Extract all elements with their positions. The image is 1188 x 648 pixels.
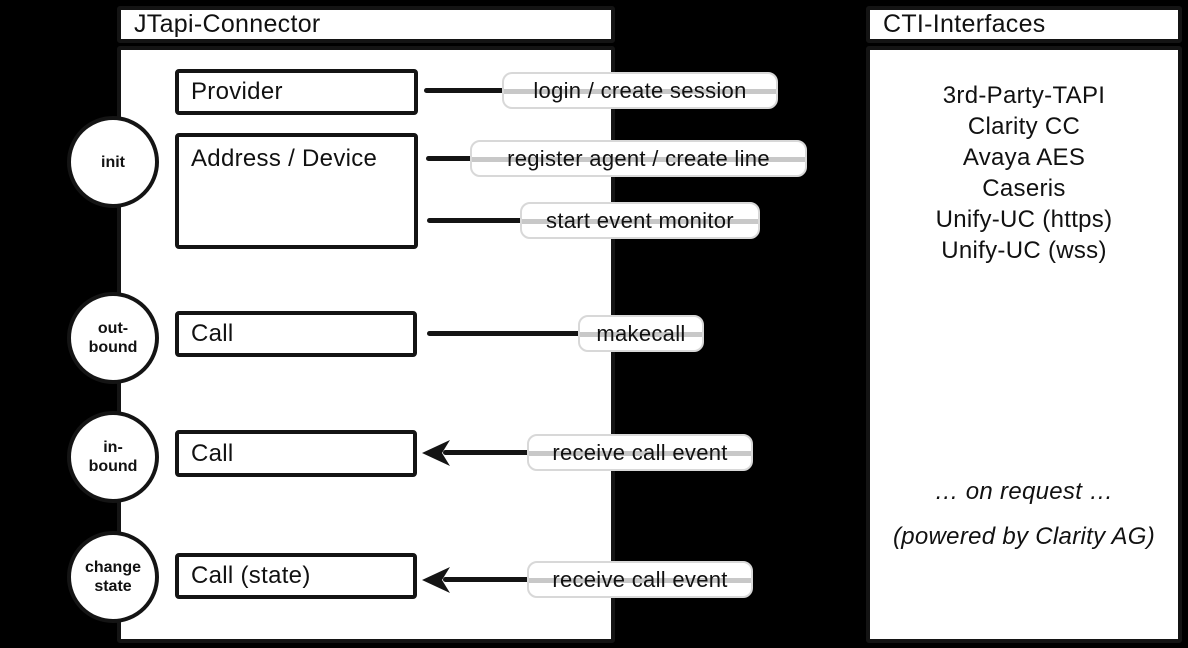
arrow-label-makecall-text: makecall: [596, 320, 686, 346]
phase-change-state-line2: state: [94, 578, 132, 595]
jtapi-connector-title: JTapi-Connector: [134, 10, 321, 38]
phase-init-line1: init: [101, 153, 125, 171]
powered-by-note: (powered by Clarity AG): [892, 523, 1156, 550]
arrow-label-register: register agent / create line: [470, 140, 807, 177]
arrow-label-receive-state: receive call event: [527, 561, 753, 598]
arrow-label-receive-inbound-text: receive call event: [552, 439, 728, 465]
arrow-stripe: [529, 450, 751, 456]
arrowhead-left-icon: [422, 567, 450, 593]
cti-interface-item: Clarity CC: [967, 113, 1081, 140]
cti-interfaces-title: CTI-Interfaces: [883, 10, 1046, 38]
phase-inbound-line1: in-: [103, 439, 123, 456]
call-outbound-box: Call: [175, 311, 417, 357]
call-inbound-box: Call: [175, 430, 417, 477]
arrow-label-login-text: login / create session: [533, 77, 747, 103]
phase-circle-init: init: [67, 116, 159, 208]
arrow-stripe: [529, 577, 751, 583]
cti-interface-list: 3rd-Party-TAPI Clarity CC Avaya AES Case…: [866, 80, 1182, 266]
cti-interface-item: Unify-UC (wss): [941, 237, 1107, 264]
cti-interfaces-body: [866, 46, 1182, 643]
phase-outbound-line1: out-: [97, 320, 129, 337]
arrow-label-receive-inbound: receive call event: [527, 434, 753, 471]
arrow-label-makecall: makecall: [578, 315, 704, 352]
phase-circle-inbound: in- bound: [67, 411, 159, 503]
provider-label: Provider: [191, 78, 283, 105]
arrow-stripe: [522, 218, 758, 224]
arrow-stripe: [580, 331, 702, 337]
cti-interface-item: 3rd-Party-TAPI: [942, 82, 1106, 109]
phase-outbound-line2: bound: [88, 339, 138, 356]
arrow-label-register-text: register agent / create line: [507, 145, 770, 171]
jtapi-connector-title-bar: JTapi-Connector: [117, 6, 615, 43]
call-outbound-label: Call: [191, 320, 234, 347]
arrow-line-receive-inbound: [443, 450, 531, 455]
phase-change-state-line1: change: [84, 559, 141, 576]
arrow-line-register: [426, 156, 474, 161]
arrow-line-login: [424, 88, 504, 93]
arrow-line-start-monitor: [427, 218, 523, 223]
on-request-note: … on request …: [934, 478, 1114, 505]
provider-box: Provider: [175, 69, 418, 115]
address-device-label: Address / Device: [191, 145, 378, 172]
arrow-stripe: [504, 88, 776, 94]
cti-footer: … on request … (powered by Clarity AG): [866, 478, 1182, 551]
address-device-box: Address / Device: [175, 133, 418, 249]
phase-circle-outbound: out- bound: [67, 292, 159, 384]
cti-interface-item: Unify-UC (https): [935, 206, 1113, 233]
arrow-stripe: [472, 156, 805, 162]
arrow-label-login: login / create session: [502, 72, 778, 109]
arrow-label-start-monitor-text: start event monitor: [546, 207, 734, 233]
phase-circle-change-state: change state: [67, 531, 159, 623]
cti-interface-item: Avaya AES: [962, 144, 1086, 171]
phase-inbound-line2: bound: [88, 458, 138, 475]
arrow-line-receive-state: [443, 577, 531, 582]
cti-interfaces-title-bar: CTI-Interfaces: [866, 6, 1182, 43]
arrow-label-receive-state-text: receive call event: [552, 566, 728, 592]
call-inbound-label: Call: [191, 439, 234, 467]
call-state-label: Call (state): [191, 562, 311, 589]
arrowhead-left-icon: [422, 440, 450, 466]
arrow-label-start-monitor: start event monitor: [520, 202, 760, 239]
arrow-line-makecall: [427, 331, 581, 336]
call-state-box: Call (state): [175, 553, 417, 599]
cti-interface-item: Caseris: [982, 175, 1066, 202]
